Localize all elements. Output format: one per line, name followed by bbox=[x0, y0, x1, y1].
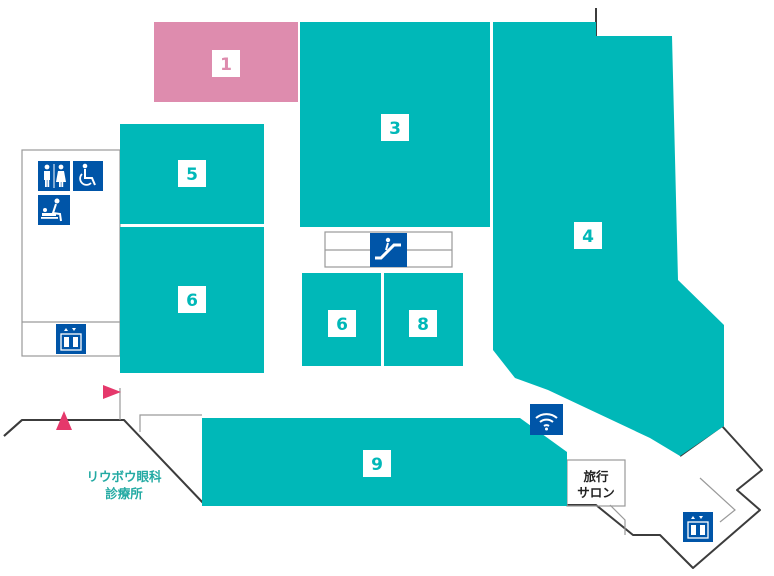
travel-salon-label: 旅行 サロン bbox=[577, 469, 615, 500]
svg-text:9: 9 bbox=[371, 455, 383, 475]
elevator-icon[interactable] bbox=[56, 324, 86, 354]
clinic-label-line2: 診療所 bbox=[105, 486, 143, 501]
clinic-label: リウボウ眼科 診療所 bbox=[86, 469, 162, 501]
travel-salon-label-line2: サロン bbox=[577, 485, 615, 500]
entrance-arrow-icon-2 bbox=[56, 411, 72, 430]
svg-text:3: 3 bbox=[389, 119, 401, 139]
svg-text:5: 5 bbox=[186, 165, 198, 185]
shop-label-1: 1 bbox=[212, 50, 240, 77]
shop-label-5: 5 bbox=[178, 160, 206, 187]
svg-text:8: 8 bbox=[417, 315, 429, 335]
shop-4[interactable] bbox=[493, 22, 724, 456]
restroom-icon[interactable] bbox=[38, 161, 70, 191]
entrance-arrow-icon bbox=[103, 385, 121, 399]
svg-text:1: 1 bbox=[220, 55, 232, 75]
svg-text:6: 6 bbox=[186, 291, 198, 311]
svg-text:6: 6 bbox=[336, 315, 348, 335]
baby-care-icon[interactable] bbox=[38, 195, 70, 225]
wifi-icon[interactable] bbox=[530, 404, 563, 435]
travel-salon-label-line1: 旅行 bbox=[582, 469, 609, 484]
elevator-icon-right[interactable] bbox=[683, 512, 713, 542]
shops bbox=[120, 22, 724, 506]
shop-label-8: 8 bbox=[409, 310, 437, 337]
shop-label-6-left: 6 bbox=[178, 286, 206, 313]
facility-icons bbox=[38, 161, 713, 542]
shop-label-6-center: 6 bbox=[328, 310, 356, 337]
shop-label-4: 4 bbox=[574, 222, 602, 249]
clinic-label-line1: リウボウ眼科 bbox=[86, 469, 162, 484]
shop-label-3: 3 bbox=[381, 114, 409, 141]
svg-text:4: 4 bbox=[582, 227, 594, 247]
entrance-arrows bbox=[56, 385, 121, 430]
escalator-icon[interactable] bbox=[370, 233, 407, 267]
shop-labels: 1 3 4 5 6 6 8 9 bbox=[178, 50, 602, 477]
accessible-restroom-icon[interactable] bbox=[73, 161, 103, 191]
shop-label-9: 9 bbox=[363, 450, 391, 477]
